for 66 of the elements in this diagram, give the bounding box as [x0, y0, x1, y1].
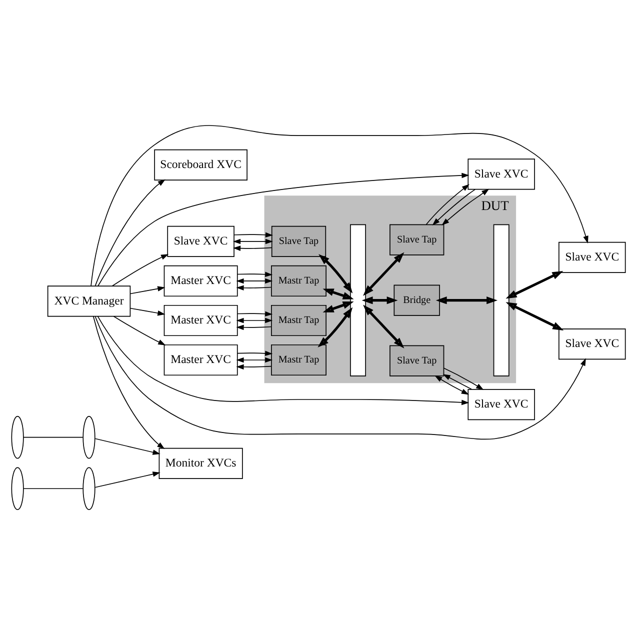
- arrow: [236, 285, 272, 291]
- node-ellipse: [11, 467, 24, 510]
- node-box: Master XVC: [164, 265, 238, 297]
- node-box: Scoreboard XVC: [154, 149, 248, 181]
- node-box: Monitor XVCs: [158, 448, 243, 479]
- arrow: [94, 316, 586, 440]
- arrow: [236, 324, 272, 330]
- arrow: [90, 125, 588, 286]
- arrow: [363, 252, 404, 296]
- arrow: [237, 350, 273, 356]
- node-box: Mastr Tap: [271, 304, 326, 336]
- node-box: Slave XVC: [468, 389, 535, 420]
- node-box: Bridge: [394, 284, 440, 316]
- node-box: Slave Tap: [390, 224, 444, 256]
- node-box: Slave XVC: [558, 242, 626, 273]
- arrow: [322, 288, 354, 300]
- node-box: XVC Manager: [47, 286, 131, 317]
- node-box: Slave Tap: [390, 345, 444, 376]
- arrow: [434, 376, 470, 395]
- arrow: [112, 254, 169, 286]
- arrow: [318, 307, 353, 348]
- connector: [23, 488, 84, 490]
- arrow: [443, 368, 484, 390]
- arrow: [322, 301, 354, 312]
- arrow: [426, 184, 470, 225]
- arrow: [362, 296, 398, 304]
- node-box: Slave XVC: [468, 158, 535, 190]
- arrow: [232, 238, 273, 244]
- arrow: [236, 318, 273, 324]
- arrow: [232, 246, 272, 251]
- arrow: [94, 472, 160, 488]
- arrow: [363, 304, 404, 348]
- arrow: [234, 232, 273, 238]
- node-box: Slave Tap: [271, 226, 326, 258]
- arrow: [318, 254, 353, 294]
- arrow: [130, 286, 166, 294]
- node-ellipse: [82, 416, 96, 459]
- arrow: [236, 357, 273, 363]
- arrow: [436, 296, 498, 304]
- arrow: [94, 438, 160, 455]
- arrow: [97, 316, 470, 406]
- arrow: [506, 270, 564, 299]
- arrow: [113, 316, 166, 346]
- arrow: [236, 364, 272, 370]
- node-box: Mastr Tap: [271, 265, 326, 297]
- connector: [23, 436, 84, 438]
- arrow: [442, 374, 472, 390]
- node-bar: [493, 224, 510, 376]
- arrow: [236, 278, 273, 284]
- node-box: Master XVC: [164, 344, 238, 376]
- arrow: [98, 172, 470, 286]
- arrow: [237, 311, 273, 317]
- arrow: [432, 189, 476, 226]
- node-box: Slave XVC: [558, 328, 626, 360]
- node-bar: [350, 224, 366, 376]
- arrow: [94, 179, 166, 286]
- node-ellipse: [11, 416, 24, 459]
- arrow: [506, 302, 564, 330]
- arrow: [442, 188, 490, 226]
- arrow: [237, 272, 273, 278]
- node-ellipse: [82, 467, 96, 510]
- arrow: [130, 308, 166, 316]
- node-box: Mastr Tap: [271, 344, 326, 376]
- node-box: Slave XVC: [167, 226, 234, 258]
- arrow: [92, 316, 165, 449]
- node-box: Master XVC: [164, 304, 238, 336]
